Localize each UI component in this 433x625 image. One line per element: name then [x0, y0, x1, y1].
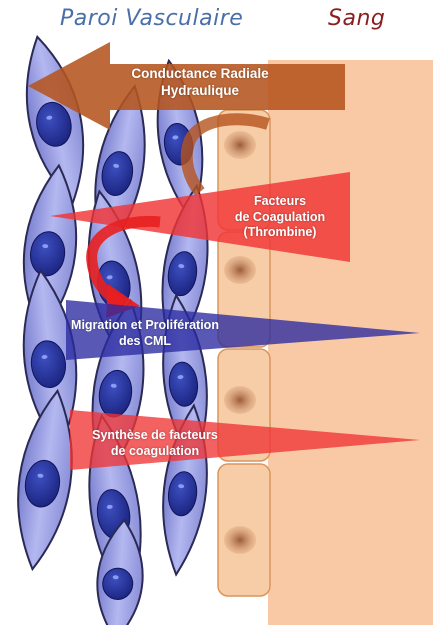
- blood-title: Sang: [328, 6, 385, 31]
- coagulation-label: Facteurs de Coagulation (Thrombine): [210, 194, 350, 241]
- vascular-wall-title: Paroi Vasculaire: [60, 6, 243, 31]
- conductance-label-line: Hydraulique: [100, 83, 300, 100]
- migration-label-line: Migration et Prolifération: [50, 318, 240, 334]
- coagulation-label-line: Facteurs: [210, 194, 350, 210]
- migration-label: Migration et Prolifération des CML: [50, 318, 240, 349]
- synthese-label-line: Synthèse de facteurs: [70, 428, 240, 444]
- conductance-label: Conductance Radiale Hydraulique: [100, 66, 300, 100]
- synthese-label: Synthèse de facteurs de coagulation: [70, 428, 240, 459]
- conductance-label-line: Conductance Radiale: [100, 66, 300, 83]
- synthese-label-line: de coagulation: [70, 444, 240, 460]
- coagulation-label-line: (Thrombine): [210, 225, 350, 241]
- coagulation-label-line: de Coagulation: [210, 210, 350, 226]
- migration-label-line: des CML: [50, 334, 240, 350]
